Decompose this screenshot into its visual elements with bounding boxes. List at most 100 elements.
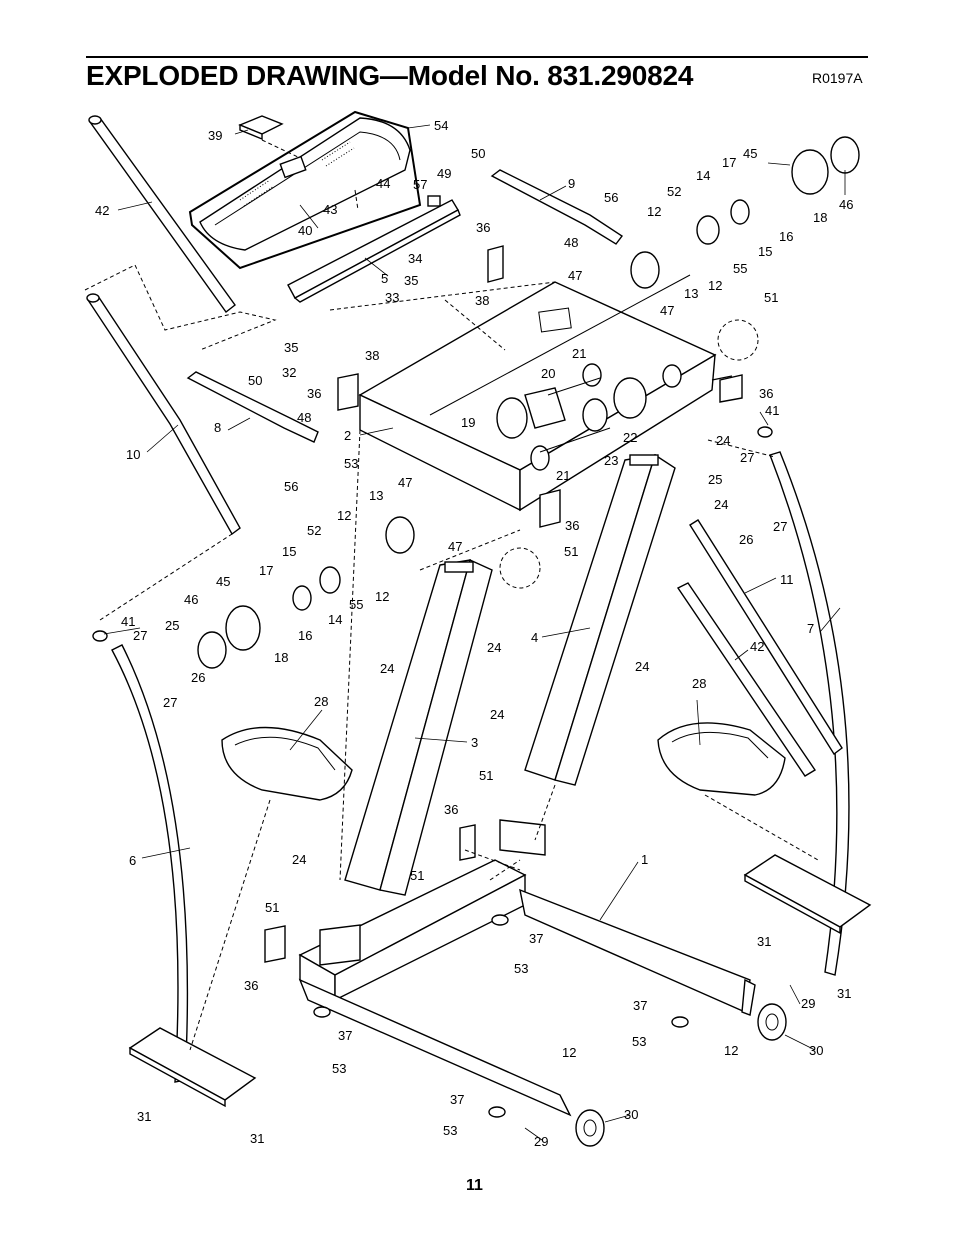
main-upper-frame xyxy=(358,274,717,512)
callout-37a: 37 xyxy=(529,931,543,946)
callout-44: 44 xyxy=(376,176,390,191)
callout-47b: 47 xyxy=(660,303,674,318)
callout-47d: 47 xyxy=(448,539,462,554)
callout-25b: 25 xyxy=(165,618,179,633)
callout-7: 7 xyxy=(807,621,814,636)
leader-lines xyxy=(103,124,846,1141)
left-lower-arm xyxy=(84,264,277,536)
callout-38a: 38 xyxy=(475,293,489,308)
callout-53d: 53 xyxy=(632,1034,646,1049)
callout-51b: 51 xyxy=(564,544,578,559)
base-frame xyxy=(298,819,756,1117)
callout-48b: 48 xyxy=(297,410,311,425)
callout-15b: 15 xyxy=(282,544,296,559)
left-pivot-cluster xyxy=(197,245,733,963)
right-foot-plate xyxy=(743,854,872,935)
callout-12f: 12 xyxy=(724,1043,738,1058)
callout-12d: 12 xyxy=(375,589,389,604)
callout-35b: 35 xyxy=(284,340,298,355)
left-upper-handlebar xyxy=(88,115,236,313)
callout-12a: 12 xyxy=(647,204,661,219)
callout-12c: 12 xyxy=(337,508,351,523)
callout-2: 2 xyxy=(344,428,351,443)
callout-35a: 35 xyxy=(404,273,418,288)
callout-34: 34 xyxy=(408,251,422,266)
callout-19: 19 xyxy=(461,415,475,430)
callout-33: 33 xyxy=(385,290,399,305)
callout-16b: 16 xyxy=(298,628,312,643)
callout-36b: 36 xyxy=(307,386,321,401)
hardware-circles xyxy=(499,319,759,589)
callout-53b: 53 xyxy=(514,961,528,976)
callout-27a: 27 xyxy=(740,450,754,465)
callout-28b: 28 xyxy=(692,676,706,691)
callout-26b: 26 xyxy=(191,670,205,685)
callout-56b: 56 xyxy=(284,479,298,494)
callout-54: 54 xyxy=(434,118,448,133)
callout-29b: 29 xyxy=(534,1134,548,1149)
callout-24g: 24 xyxy=(292,852,306,867)
callout-43: 43 xyxy=(323,202,337,217)
callout-37c: 37 xyxy=(633,998,647,1013)
callout-31a: 31 xyxy=(757,934,771,949)
callout-57: 57 xyxy=(413,177,427,192)
callout-18b: 18 xyxy=(274,650,288,665)
callout-55b: 55 xyxy=(349,597,363,612)
callout-6: 6 xyxy=(129,853,136,868)
callout-24c: 24 xyxy=(487,640,501,655)
callout-51d: 51 xyxy=(410,868,424,883)
console-mast xyxy=(287,189,461,303)
callout-13a: 13 xyxy=(684,286,698,301)
callout-18a: 18 xyxy=(813,210,827,225)
callout-22: 22 xyxy=(623,430,637,445)
callout-53e: 53 xyxy=(443,1123,457,1138)
callout-50b: 50 xyxy=(248,373,262,388)
callout-labels: 1 2 3 4 5 6 7 8 9 10 11 12 12 12 12 12 1… xyxy=(95,118,853,1149)
callout-40: 40 xyxy=(298,223,312,238)
left-upright xyxy=(344,559,493,896)
callout-48a: 48 xyxy=(564,235,578,250)
callout-47a: 47 xyxy=(568,268,582,283)
callout-24d: 24 xyxy=(380,661,394,676)
callout-27b: 27 xyxy=(773,519,787,534)
callout-51e: 51 xyxy=(265,900,279,915)
callout-28a: 28 xyxy=(314,694,328,709)
callout-21a: 21 xyxy=(572,346,586,361)
callout-38b: 38 xyxy=(365,348,379,363)
callout-36a: 36 xyxy=(476,220,490,235)
callout-37d: 37 xyxy=(450,1092,464,1107)
callout-52b: 52 xyxy=(307,523,321,538)
callout-24f: 24 xyxy=(490,707,504,722)
callout-42a: 42 xyxy=(95,203,109,218)
callout-26a: 26 xyxy=(739,532,753,547)
callout-42b: 42 xyxy=(750,639,764,654)
callout-8: 8 xyxy=(214,420,221,435)
callout-47c: 47 xyxy=(398,475,412,490)
left-arm-link xyxy=(186,371,319,443)
callout-1: 1 xyxy=(641,852,648,867)
callout-46b: 46 xyxy=(184,592,198,607)
callout-13b: 13 xyxy=(369,488,383,503)
callout-17b: 17 xyxy=(259,563,273,578)
page-title: EXPLODED DRAWING—Model No. 831.290824 xyxy=(86,60,694,91)
callout-41b: 41 xyxy=(121,614,135,629)
page-number: 11 xyxy=(466,1177,483,1194)
callout-23: 23 xyxy=(604,453,618,468)
callout-27c: 27 xyxy=(133,628,147,643)
center-crank-cluster xyxy=(459,377,611,861)
callout-14b: 14 xyxy=(328,612,342,627)
callout-53a: 53 xyxy=(344,456,358,471)
callout-29a: 29 xyxy=(801,996,815,1011)
callout-27d: 27 xyxy=(163,695,177,710)
callout-24b: 24 xyxy=(714,497,728,512)
callout-16a: 16 xyxy=(779,229,793,244)
callout-24e: 24 xyxy=(635,659,649,674)
wheels xyxy=(575,1003,787,1147)
leveling-feet xyxy=(313,914,689,1118)
callout-25a: 25 xyxy=(708,472,722,487)
right-pivot-cluster xyxy=(582,136,860,432)
callout-31b: 31 xyxy=(837,986,851,1001)
callout-45a: 45 xyxy=(743,146,757,161)
callout-53c: 53 xyxy=(332,1061,346,1076)
right-upright xyxy=(524,453,676,786)
